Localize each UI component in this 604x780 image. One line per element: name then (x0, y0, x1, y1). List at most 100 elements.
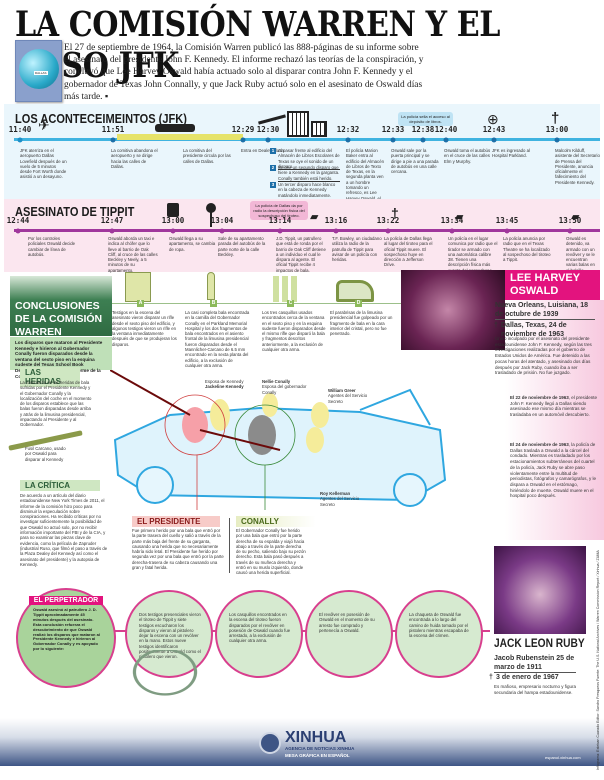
jfk-event-text: La comitiva abandona el aeropuerto y se … (111, 148, 158, 169)
globe-icon: DALLAS (15, 40, 62, 102)
evidence-tag: B (210, 300, 217, 307)
critique-heading: LA CRÍTICA (20, 480, 100, 491)
jfk-event-time: 12:40 (434, 125, 458, 134)
oswald-note-1: El 22 de noviembre de 1963, el president… (510, 395, 598, 418)
limousine-illustration (110, 370, 447, 510)
shot-number: 3 (270, 182, 276, 188)
tippit-event-text: Un policía en el lugar comunica por radi… (448, 236, 498, 273)
evidence-text: Los tres casquillos usados encontrados c… (262, 310, 326, 353)
revolver-icon: ▰ (571, 211, 580, 223)
witnesses-illustration (120, 650, 210, 705)
tippit-event-text: T.F. Bowley, un ciudadano utiliza la rad… (332, 236, 382, 263)
timeline-dot (567, 228, 573, 233)
intro-text: El 27 de septiembre de 1964, la Comisión… (64, 43, 424, 102)
label-role: Esposa del gobernador Conally (262, 384, 307, 395)
timeline-dot (491, 137, 497, 142)
shirt-icon (167, 203, 179, 217)
tippit-event-time: 13:00 (161, 216, 185, 225)
death-cross-icon: † (391, 205, 399, 221)
credits: Infograma: Esteban Cuarado Editor: Sandr… (596, 550, 600, 770)
hospital-cross-icon: ⊕ (487, 111, 499, 127)
jfk-event-text: Entra en Dealey Plaza (241, 148, 284, 153)
evidence-circle (305, 590, 393, 678)
globe-label: DALLAS (34, 71, 48, 75)
label-name: Roy Kellerman (320, 491, 351, 496)
tippit-event-text: La policía anuncia por radio que en el T… (503, 236, 551, 263)
conally-heading: CONALLY (236, 516, 316, 527)
tippit-callout: La policía de Dallas da por radio la des… (250, 201, 308, 220)
timeline-dot (554, 137, 560, 142)
window-illustration (125, 272, 151, 302)
tippit-event-time: 13:14 (268, 216, 292, 225)
rifle-caption: Fusil Carcano, usado por Oswald para dis… (25, 446, 66, 462)
jfk-event-time: 11:40 (8, 125, 32, 134)
jfk-event-time: 11:51 (101, 125, 125, 134)
tippit-event-time: 13:45 (495, 216, 519, 225)
president-heading: EL PRESIDENTE (132, 516, 220, 527)
tippit-event-time: 13:16 (324, 216, 348, 225)
president-text: Fue primero herido por una bala que entr… (132, 528, 224, 571)
death-dagger-icon: † (489, 674, 493, 681)
evidence-text: El parabrisas de la limusina presidencia… (330, 310, 393, 337)
ruby-bio: Es mafioso, empresario nocturno y figura… (494, 684, 577, 695)
evidence-circle-text: La chaqueta de Oswald fue encontrada a l… (409, 612, 469, 639)
label-name: Jackeline Kennedy (205, 384, 244, 390)
timeline-dot (420, 137, 426, 142)
tippit-event-time: 13:04 (210, 216, 234, 225)
shot-text: Se oye un segundo disparo que hiere a Ke… (278, 165, 340, 182)
jfk-event-text: JFK aterriza en el aeropuerto Dallas Lov… (20, 148, 67, 180)
oswald-panel (505, 300, 604, 540)
timeline-dot (110, 137, 116, 142)
oswald-died: Dallas, Texas, 24 de noviembre de 1963 (501, 322, 567, 338)
page-title: LA COMISIÓN WARREN Y EL CASO JFK (15, 4, 500, 86)
bus-stop-icon (206, 203, 216, 213)
bullet-illustration (207, 272, 215, 300)
tippit-event-time: 12:44 (6, 216, 30, 225)
timeline-dot (170, 228, 176, 233)
jfk-event-text: Oswald toma el autobús en el cruce de la… (444, 148, 491, 164)
ruby-born: Jacob Rubenstein 25 de marzo de 1911 (494, 655, 576, 673)
footer-sub1: AGENCIA DE NOTICIAS XINHUA (285, 746, 355, 751)
tippit-event-time: 12:47 (100, 216, 124, 225)
evidence-tag: C (287, 300, 294, 307)
perpetrator-text: Oswald asesinó al patrullero J. D. Tippi… (33, 607, 100, 652)
ruby-died: 3 de enero de 1967 (496, 674, 559, 681)
label-role: Agentes del Servicio Secreto (320, 496, 360, 507)
tippit-event-time: 13:22 (376, 216, 400, 225)
timeline-dot (390, 137, 396, 142)
note-date: El 24 de noviembre de 1963 (510, 442, 569, 447)
tippit-event-text: Oswald llega a su apartamento, se cambia… (169, 236, 216, 252)
jfk-callout: La policía sella el acceso al depósito d… (398, 112, 453, 126)
timeline-dot (385, 228, 391, 233)
limousine-icon (155, 124, 195, 132)
timeline-dot (345, 137, 351, 142)
timeline-dot (240, 137, 246, 142)
xinhua-logo-icon (259, 732, 281, 754)
oswald-born: Nueva Orleans, Luisiana, 18 de octubre d… (495, 301, 595, 320)
tippit-event-text: Oswald es detenido, va armado con un rev… (566, 236, 595, 273)
evidence-text: La casi completa bala encontrada en la c… (185, 310, 250, 368)
timeline-dot (17, 137, 23, 142)
evidence-text: Testigos en la escena del asesinato vier… (112, 310, 177, 347)
oswald-bio: Único inculpado por el asesinato del pre… (495, 336, 592, 376)
jfk-event-text: JFK es ingresado al Hospital Parkland. (492, 148, 530, 159)
note-date: El 22 de noviembre de 1963 (510, 395, 569, 400)
timeline-dot (333, 228, 339, 233)
tippit-event-time: 13:50 (558, 216, 582, 225)
evidence-tag: A (137, 300, 144, 307)
building-small-icon (311, 121, 327, 137)
airplane-icon: ✈ (38, 117, 50, 133)
timeline-dot (277, 228, 283, 233)
jfk-event-time: 13:00 (545, 125, 569, 134)
label-name: William Greer (328, 388, 356, 393)
building-icon (287, 111, 309, 137)
footer (0, 718, 604, 766)
note-text: , la policía de Dallas traslada a Oswald… (510, 442, 597, 499)
evidence-circle-text: El revólver en posesión de Oswald en el … (319, 612, 375, 633)
tippit-event-text: Oswald aborda un taxi e indica al chófer… (108, 236, 158, 273)
footer-url: espanol.xinhua.com (545, 755, 581, 760)
label-role: Esposa de Kennedy (205, 379, 244, 384)
